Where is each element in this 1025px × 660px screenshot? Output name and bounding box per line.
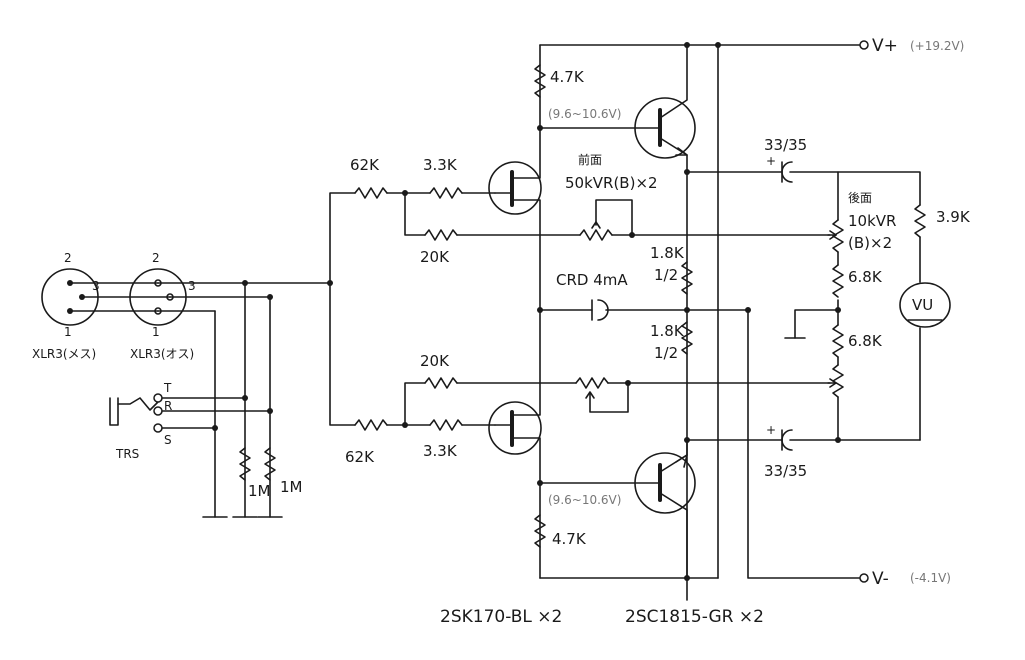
lower-r20k-label: 20K	[420, 352, 450, 370]
xlr-male-pin1: 1	[152, 325, 160, 339]
upper-r62k-label: 62K	[350, 156, 380, 174]
xlr-male-pin2: 2	[152, 251, 160, 265]
trs-s-label: S	[164, 433, 172, 447]
front-vr-title: 前面	[578, 152, 602, 167]
vu-label: VU	[912, 296, 933, 314]
upper-r33k-label: 3.3K	[423, 156, 458, 174]
upper-r20k-label: 20K	[420, 248, 450, 266]
trs-label: TRS	[115, 447, 139, 461]
upper-r47k-label: 4.7K	[550, 68, 585, 86]
r39k-label: 3.9K	[936, 208, 971, 226]
crd-label: CRD 4mA	[556, 271, 628, 289]
front-vr-upper: 前面 50kVR(B)×2	[565, 152, 831, 241]
xlr-female-pin2: 2	[64, 251, 72, 265]
lower-jfet	[488, 309, 542, 579]
mid-half-bot: 1/2	[654, 344, 678, 362]
cap-top-plus: +	[766, 154, 776, 168]
front-vr-lower	[575, 377, 831, 413]
middle-network: 1.8K 1/2 CRD 4mA 1.8K 1/2	[537, 244, 861, 579]
xlr-female-connector: 2 3 1 XLR3(メス)	[32, 251, 100, 361]
lower-r33k-label: 3.3K	[423, 442, 458, 460]
parts-list: 2SK170-BL ×2 2SC1815-GR ×2	[440, 607, 764, 627]
mid-r18k-top: 1.8K	[650, 244, 685, 262]
trs-t-label: T	[163, 381, 172, 395]
lower-voltage-note: (9.6~10.6V)	[548, 493, 621, 507]
input-1m-resistors: 1M 1M	[239, 447, 303, 500]
front-vr-spec: 50kVR(B)×2	[565, 174, 658, 192]
xlr-male-label: XLR3(オス)	[130, 347, 194, 361]
xlr-female-label: XLR3(メス)	[32, 347, 96, 361]
xlr-female-pin1: 1	[64, 325, 72, 339]
trs-r-label: R	[164, 399, 172, 413]
lower-bjt	[537, 439, 696, 579]
trs-jack: T R S TRS	[109, 280, 273, 461]
cap-top-label: 33/35	[764, 136, 807, 154]
rear-vr-spec2: (B)×2	[848, 234, 892, 252]
rear-vr-divider: 後面 10kVR (B)×2 6.8K 6.8K	[784, 191, 896, 443]
vminus-note: (-4.1V)	[910, 571, 951, 585]
lower-input-network: 62K 3.3K 20K	[327, 280, 577, 466]
vminus-label: V-	[872, 569, 889, 589]
fet-part-label: 2SK170-BL ×2	[440, 607, 562, 627]
upper-r47k: 4.7K (9.6~10.6V)	[534, 64, 621, 121]
xlr-male-connector: 2 3 1 XLR3(オス)	[129, 251, 196, 361]
r1m-label-b: 1M	[280, 478, 303, 496]
rear-vr-title: 後面	[848, 191, 872, 205]
mid-r18k-bot: 1.8K	[650, 322, 685, 340]
cap-bot-label: 33/35	[764, 462, 807, 480]
vplus-note: (+19.2V)	[910, 39, 964, 53]
rear-vr-spec: 10kVR	[848, 212, 896, 230]
output-caps: + 33/35 + 33/35	[684, 136, 921, 480]
lower-r47k: 4.7K (9.6~10.6V)	[534, 493, 621, 548]
mid-half-top: 1/2	[654, 266, 678, 284]
cap-bot-plus: +	[766, 423, 776, 437]
upper-jfet	[488, 44, 542, 311]
upper-input-network: 62K 3.3K 20K	[329, 156, 581, 284]
rear-r68k-bot: 6.8K	[848, 332, 883, 350]
vu-meter: VU 3.9K	[837, 171, 971, 441]
lower-r47k-label: 4.7K	[552, 530, 587, 548]
supply-rails: V+ (+19.2V) V- (-4.1V)	[539, 36, 964, 589]
rear-r68k-top: 6.8K	[848, 268, 883, 286]
upper-voltage-note: (9.6~10.6V)	[548, 107, 621, 121]
lower-r62k-label: 62K	[345, 448, 375, 466]
vplus-label: V+	[872, 36, 898, 56]
r1m-label-a: 1M	[248, 482, 271, 500]
bjt-part-label: 2SC1815-GR ×2	[625, 607, 764, 627]
xlr-male-pin3: 3	[188, 279, 196, 293]
xlr-female-pin3: 3	[92, 279, 100, 293]
